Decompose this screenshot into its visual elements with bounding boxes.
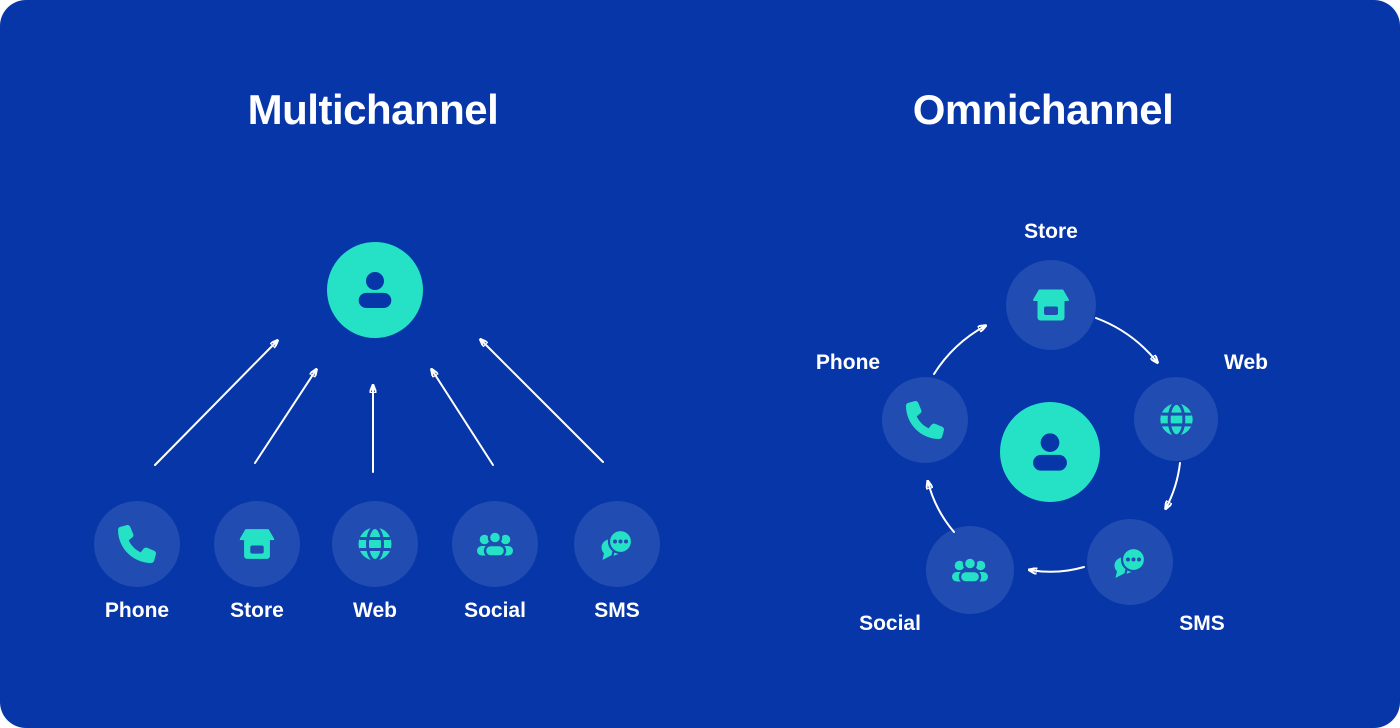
channel-label-social: Social bbox=[859, 612, 921, 635]
multichannel-channel-sms bbox=[574, 501, 660, 587]
multichannel-channel-store bbox=[214, 501, 300, 587]
user-icon bbox=[1022, 424, 1078, 480]
globe-icon bbox=[1153, 396, 1200, 443]
omnichannel-channel-store bbox=[1006, 260, 1096, 350]
channel-label-sms: SMS bbox=[594, 599, 640, 622]
sms-icon bbox=[593, 520, 641, 568]
phone-icon bbox=[118, 525, 156, 563]
channel-label-store: Store bbox=[1024, 220, 1078, 243]
omnichannel-channel-web bbox=[1134, 377, 1218, 461]
channel-label-store: Store bbox=[230, 599, 284, 622]
store-icon bbox=[1027, 281, 1075, 329]
omnichannel-title: Omnichannel bbox=[912, 86, 1174, 133]
channel-label-phone: Phone bbox=[815, 351, 881, 374]
omnichannel-channel-phone bbox=[882, 377, 968, 463]
user-icon bbox=[348, 263, 402, 317]
omnichannel-channel-social bbox=[926, 526, 1014, 614]
multichannel-channel-web bbox=[332, 501, 418, 587]
channel-label-phone: Phone bbox=[104, 599, 170, 622]
omnichannel-customer-node bbox=[1000, 402, 1100, 502]
multichannel-channel-phone bbox=[94, 501, 180, 587]
multichannel-channel-social bbox=[452, 501, 538, 587]
multichannel-arrows bbox=[154, 340, 604, 473]
social-icon bbox=[946, 546, 994, 594]
multichannel-title: Multichannel bbox=[247, 86, 499, 133]
phone-icon bbox=[906, 401, 944, 439]
store-icon bbox=[234, 521, 280, 567]
channel-label-web: Web bbox=[1224, 351, 1268, 374]
omnichannel-channel-sms bbox=[1087, 519, 1173, 605]
sms-icon bbox=[1106, 538, 1154, 586]
channel-label-social: Social bbox=[464, 599, 526, 622]
channel-label-web: Web bbox=[353, 599, 397, 622]
social-icon bbox=[471, 520, 519, 568]
channel-label-sms: SMS bbox=[1179, 612, 1225, 635]
multichannel-customer-node bbox=[327, 242, 423, 338]
globe-icon bbox=[351, 520, 399, 568]
